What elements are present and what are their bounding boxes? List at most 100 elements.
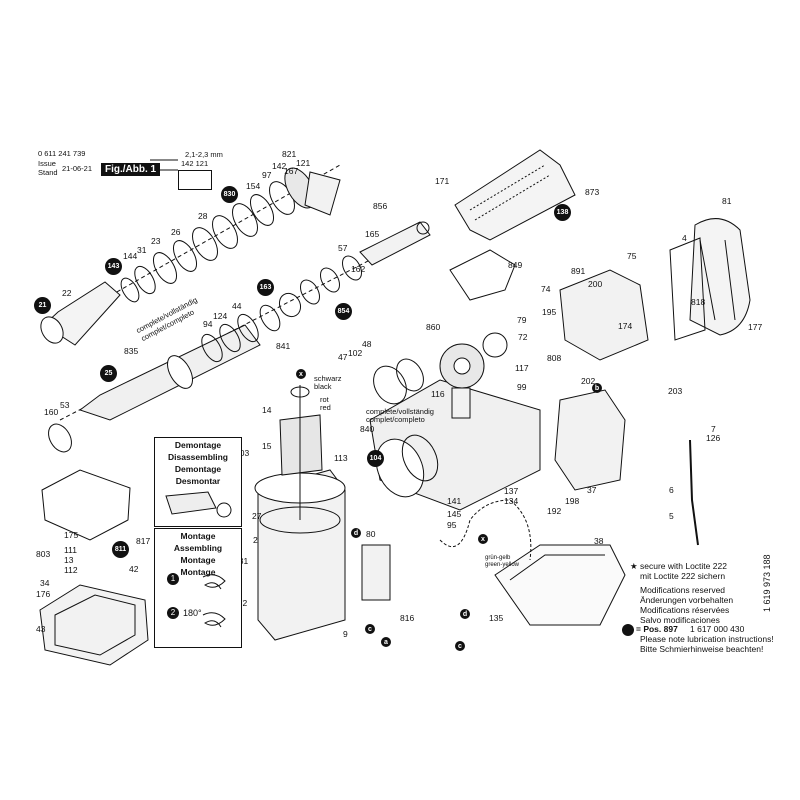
part-label: 43 xyxy=(36,624,46,634)
part-label: 141 xyxy=(447,496,462,506)
part-label: 203 xyxy=(668,386,683,396)
part-label: 81 xyxy=(722,196,732,206)
inset-seal-detail xyxy=(178,170,212,190)
part-label: 174 xyxy=(618,321,633,331)
part-label: 28 xyxy=(198,211,208,221)
pos-number: 897 xyxy=(663,624,678,634)
disassembly-title-en: Disassembling xyxy=(168,452,228,462)
part-label: 6 xyxy=(669,485,674,495)
spring-illustration xyxy=(202,574,226,628)
modifications-de: Änderungen vorbehalten xyxy=(640,595,734,605)
part-label: 26 xyxy=(171,227,181,237)
part-label: 95 xyxy=(447,520,457,530)
part-label: 4 xyxy=(682,233,687,243)
connector-x-upper: x xyxy=(296,369,306,379)
badge-138: 138 xyxy=(554,204,571,221)
part-label: 34 xyxy=(40,578,50,588)
part-label: 841 xyxy=(276,341,291,351)
lubrication-note-de: Bitte Schmierhinweise beachten! xyxy=(640,644,764,654)
part-label: 818 xyxy=(691,297,706,307)
part-label: 144 xyxy=(123,251,138,261)
part-label: 154 xyxy=(246,181,261,191)
part-label: 860 xyxy=(426,322,441,332)
part-label: 821 xyxy=(282,149,297,159)
badge-163: 163 xyxy=(257,279,274,296)
part-label: 171 xyxy=(435,176,450,186)
part-label: 849 xyxy=(508,260,523,270)
part-label: 23 xyxy=(151,236,161,246)
wire-label-black: black xyxy=(314,382,332,391)
part-label: 835 xyxy=(124,346,139,356)
part-label: 134 xyxy=(504,496,519,506)
part-label: 116 xyxy=(431,389,445,399)
part-label: 57 xyxy=(338,243,348,253)
part-label: 177 xyxy=(748,322,763,332)
part-label: 176 xyxy=(36,589,51,599)
part-label: 165 xyxy=(365,229,380,239)
modifications-es: Salvo modificaciones xyxy=(640,615,720,625)
complete-label-mid-fr: complet/completo xyxy=(366,415,425,424)
connector-b: b xyxy=(592,383,602,393)
lubrication-note-en: Please note lubrication instructions! xyxy=(640,634,774,644)
part-label: 202 xyxy=(581,376,596,386)
stand-label: Stand xyxy=(38,168,58,177)
part-label: 75 xyxy=(627,251,637,261)
part-label: 117 xyxy=(515,363,529,373)
part-label: 135 xyxy=(489,613,504,623)
part-label: 803 xyxy=(36,549,51,559)
loctite-en: secure with Loctite 222 xyxy=(639,561,727,571)
part-label: 72 xyxy=(518,332,528,342)
issue-label: Issue xyxy=(38,159,56,168)
part-label: 113 xyxy=(334,453,348,463)
part-label: 44 xyxy=(232,301,242,311)
part-label: 13 xyxy=(64,555,74,565)
part-label: 7 xyxy=(711,424,716,434)
wire-label-schwarz: schwarz xyxy=(314,374,342,383)
connector-d-right: d xyxy=(460,609,470,619)
part-label: 22 xyxy=(62,288,72,298)
modifications-fr: Modifications réservées xyxy=(640,605,730,615)
part-label: 167 xyxy=(284,166,299,176)
part-label: 192 xyxy=(547,506,562,516)
disassembly-box: Demontage Disassembling Demontage Desmon… xyxy=(154,437,242,527)
badge-854: 854 xyxy=(335,303,352,320)
part-label: 112 xyxy=(64,565,78,575)
part-label: 48 xyxy=(362,339,372,349)
assembly-title-es: Montage xyxy=(180,567,216,577)
drawing-code: 1 619 973 188 xyxy=(762,554,772,612)
part-label: 142 xyxy=(272,161,287,171)
part-label: 195 xyxy=(542,307,557,317)
part-label: 47 xyxy=(338,352,348,362)
part-label: 111 xyxy=(64,545,77,555)
part-label: 160 xyxy=(44,407,59,417)
part-label: 38 xyxy=(594,536,604,546)
connector-c-left: c xyxy=(365,624,375,634)
part-label: 97 xyxy=(262,170,272,180)
part-label: 94 xyxy=(203,319,213,329)
disassembly-title-fr: Demontage xyxy=(174,464,222,474)
assembly-step-2: 2 xyxy=(167,607,179,619)
part-label: 53 xyxy=(60,400,70,410)
part-label: 15 xyxy=(262,441,272,451)
part-label: 31 xyxy=(137,245,147,255)
part-label: 145 xyxy=(447,509,462,519)
part-label: 162 xyxy=(351,264,366,274)
part-label: 42 xyxy=(129,564,139,574)
modifications-en: Modifications reserved xyxy=(640,585,726,595)
figure-label: Fig./Abb. 1 xyxy=(101,163,161,176)
assembly-step-1: 1 xyxy=(167,573,179,585)
connector-d-left: d xyxy=(351,528,361,538)
part-label: 803 xyxy=(235,448,250,458)
part-label: 856 xyxy=(373,201,388,211)
part-number: 0 611 241 739 xyxy=(38,149,86,158)
lubrication-pos: = Pos. 897 xyxy=(636,624,678,634)
part-label: 74 xyxy=(541,284,551,294)
assembly-box: Montage Assembling Montage Montage 1 2 1… xyxy=(154,528,242,648)
wire-label-red: red xyxy=(320,403,331,412)
part-label: 9 xyxy=(343,629,348,639)
loctite-note: ★ secure with Loctite 222 xyxy=(630,561,727,571)
assembly-title-fr: Montage xyxy=(180,555,216,565)
part-label: 126 xyxy=(706,433,721,443)
inset-dimension: 2,1-2,3 mm xyxy=(185,150,223,159)
